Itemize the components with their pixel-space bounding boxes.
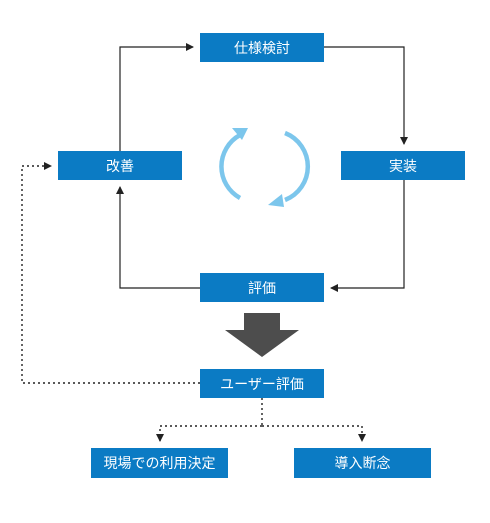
edge-implementation-to-evaluation: [330, 180, 405, 292]
edge-spec-to-implementation: [324, 46, 408, 145]
cycle-arrows-icon: [219, 130, 311, 203]
edge-improvement-to-spec: [119, 43, 194, 151]
node-evaluation: 評価: [200, 273, 324, 302]
node-implementation: 実装: [341, 151, 465, 180]
node-user-evaluation: ユーザー評価: [200, 369, 324, 398]
down-block-arrow-icon: [225, 313, 299, 357]
node-spec-review: 仕様検討: [200, 33, 324, 62]
node-abandon: 導入断念: [294, 448, 431, 478]
cycle-arrowheads: [232, 128, 284, 207]
edge-evaluation-to-improvement: [116, 186, 200, 289]
node-field-decision: 現場での利用決定: [91, 448, 228, 478]
edge-user-eval-to-abandon: [262, 425, 366, 442]
edge-user-eval-to-improvement: [21, 162, 200, 384]
edge-user-eval-to-field-decision: [156, 425, 262, 442]
node-improvement: 改善: [58, 151, 182, 180]
